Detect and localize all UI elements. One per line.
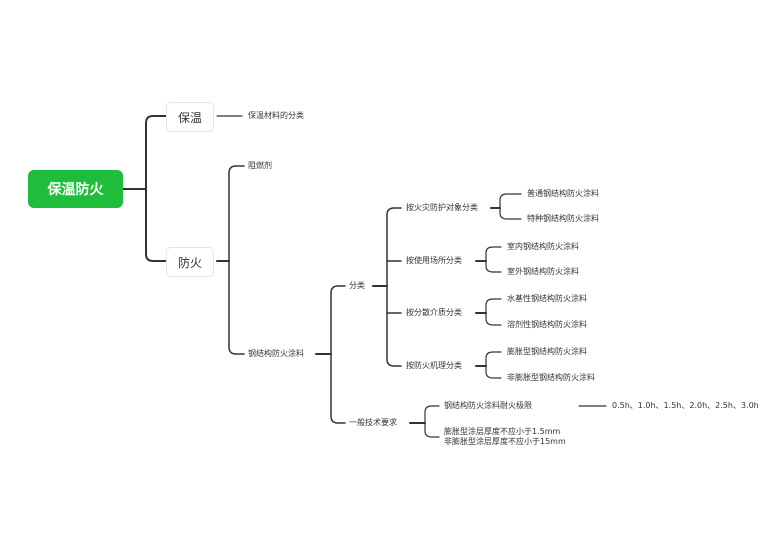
root-node[interactable]: 保温防火 bbox=[28, 170, 123, 208]
node-group-dispersion-medium[interactable]: 按分散介质分类 bbox=[406, 308, 462, 317]
node-classification[interactable]: 分类 bbox=[349, 281, 365, 290]
node-fire-retardant[interactable]: 阻燃剂 bbox=[248, 161, 272, 170]
node-limit-values[interactable]: 0.5h、1.0h、1.5h、2.0h、2.5h、3.0h bbox=[612, 401, 759, 410]
thickness-line-non-intumescent: 非膨胀型涂层厚度不应小于15mm bbox=[444, 437, 566, 446]
node-fireproof[interactable]: 防火 bbox=[166, 247, 214, 277]
node-fireproof-label: 防火 bbox=[177, 255, 202, 270]
node-general-requirements[interactable]: 一般技术要求 bbox=[349, 418, 397, 427]
node-outdoor-coating[interactable]: 室外钢结构防火涂料 bbox=[507, 267, 579, 276]
node-thickness-requirement[interactable]: 膨胀型涂层厚度不应小于1.5mm 非膨胀型涂层厚度不应小于15mm bbox=[444, 427, 566, 447]
node-intumescent-coating[interactable]: 膨胀型钢结构防火涂料 bbox=[507, 347, 587, 356]
node-insulation-material-classification[interactable]: 保温材料的分类 bbox=[248, 111, 304, 120]
node-solvent-based-coating[interactable]: 溶剂性钢结构防火涂料 bbox=[507, 320, 587, 329]
node-insulation[interactable]: 保温 bbox=[166, 102, 214, 132]
node-group-protection-object[interactable]: 按火灾防护对象分类 bbox=[406, 203, 478, 212]
thickness-line-intumescent: 膨胀型涂层厚度不应小于1.5mm bbox=[444, 427, 561, 436]
node-group-usage-place[interactable]: 按使用场所分类 bbox=[406, 256, 462, 265]
root-label: 保温防火 bbox=[47, 182, 104, 198]
node-water-based-coating[interactable]: 水基性钢结构防火涂料 bbox=[507, 294, 587, 303]
node-fire-resistance-limit[interactable]: 钢结构防火涂料耐火极限 bbox=[444, 401, 532, 410]
node-insulation-label: 保温 bbox=[177, 110, 202, 125]
node-group-fire-mechanism[interactable]: 按防火机理分类 bbox=[406, 361, 462, 370]
node-non-intumescent-coating[interactable]: 非膨胀型钢结构防火涂料 bbox=[507, 373, 595, 382]
node-special-coating[interactable]: 特种钢结构防火涂料 bbox=[527, 214, 599, 223]
node-steel-coating[interactable]: 钢结构防火涂料 bbox=[248, 349, 304, 358]
node-ordinary-coating[interactable]: 普通钢结构防火涂料 bbox=[527, 189, 599, 198]
node-indoor-coating[interactable]: 室内钢结构防火涂料 bbox=[507, 242, 579, 251]
